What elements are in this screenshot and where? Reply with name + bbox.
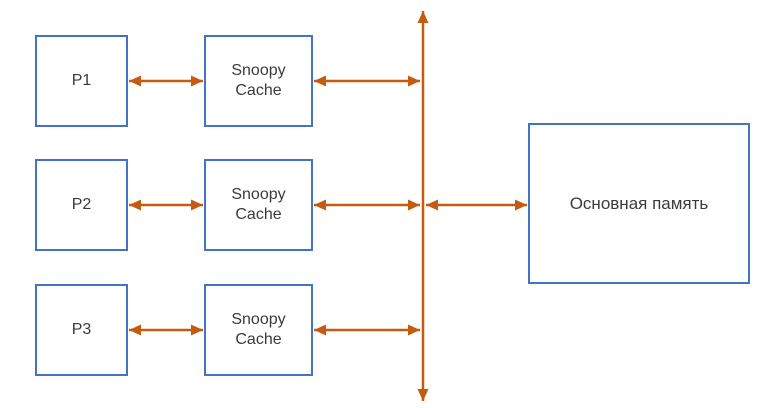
processor-box-p3: P3 xyxy=(35,284,128,376)
cache-label: Snoopy Cache xyxy=(231,186,286,223)
cache-label: Snoopy Cache xyxy=(231,62,286,99)
processor-box-p2: P2 xyxy=(35,159,128,251)
snoopy-cache-box-3: Snoopy Cache xyxy=(204,284,313,376)
snoopy-cache-box-2: Snoopy Cache xyxy=(204,159,313,251)
main-memory-label: Основная память xyxy=(569,193,709,213)
main-memory-box: Основная память xyxy=(528,123,750,284)
cache-label: Snoopy Cache xyxy=(231,311,286,348)
snoopy-cache-box-1: Snoopy Cache xyxy=(204,35,313,127)
processor-label: P3 xyxy=(71,321,92,338)
processor-box-p1: P1 xyxy=(35,35,128,127)
processor-label: P2 xyxy=(71,196,92,213)
processor-label: P1 xyxy=(71,72,92,89)
